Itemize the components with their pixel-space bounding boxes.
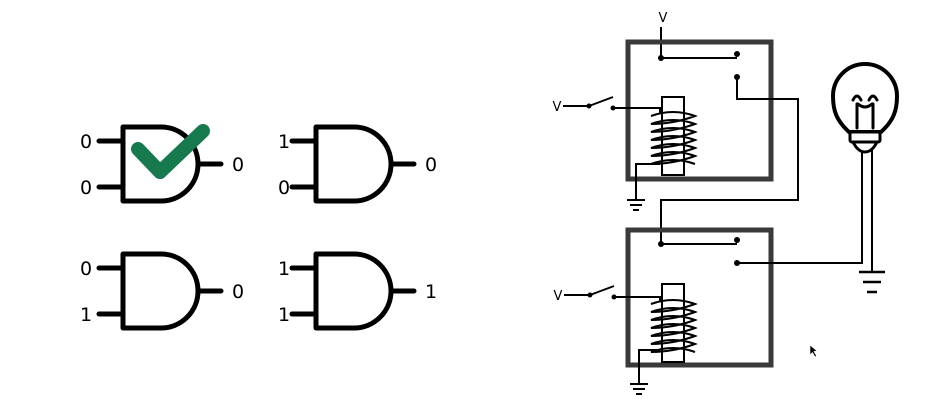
relay-bottom-switch-lever xyxy=(589,285,615,296)
coil-icon xyxy=(650,96,698,176)
supply-voltage-label: V xyxy=(659,11,668,26)
light-bulb-filament xyxy=(851,94,879,130)
relay-bottom-ground-wire xyxy=(638,349,660,384)
relay-top-switch-lever xyxy=(588,96,614,107)
and-gate-2-body xyxy=(313,124,394,204)
and-gate-4 xyxy=(289,251,417,331)
and-gate-3-input-a-label: 0 xyxy=(80,258,92,280)
check-icon xyxy=(131,124,210,179)
relay-top-coil-winding xyxy=(650,111,698,165)
and-gate-1-body xyxy=(120,124,201,204)
relay-top-ground-wire xyxy=(635,163,660,200)
light-bulb-icon xyxy=(831,62,899,154)
relay-top-switch-voltage-label: V xyxy=(553,100,562,115)
relay-bottom-switch-voltage-label: V xyxy=(554,289,563,304)
relay-bottom-output-wire xyxy=(737,150,863,264)
relay-bottom-contact-a-dot xyxy=(734,237,740,243)
bulb-ground-icon xyxy=(859,270,885,294)
light-bulb-cap xyxy=(851,140,879,154)
and-gate-4-output-label: 1 xyxy=(425,281,437,303)
relay-bottom-coil-icon xyxy=(650,283,698,363)
relay-top-housing xyxy=(625,39,774,182)
relay-link-wire xyxy=(660,77,799,244)
and-gate-1 xyxy=(96,124,224,204)
relay-top-coil-feed-wire xyxy=(613,107,661,114)
and-gate-4-input-a-label: 1 xyxy=(278,258,290,280)
and-gate-3-output-label: 0 xyxy=(232,281,244,303)
relay-bottom-pivot-dot xyxy=(658,241,664,247)
and-gate-2-input-a-label: 1 xyxy=(278,131,290,153)
light-bulb-glass xyxy=(831,62,899,134)
and-gate-2-input-b-label: 0 xyxy=(278,177,290,199)
and-gate-3-body xyxy=(120,251,201,331)
ground-icon xyxy=(627,199,645,211)
relay-top-contact-a-dot xyxy=(734,51,740,57)
and-gate-1-input-b-label: 0 xyxy=(80,177,92,199)
relay-top-pivot-dot xyxy=(658,55,664,61)
and-gate-2-output-label: 0 xyxy=(425,154,437,176)
relay-bottom-coil-feed-wire xyxy=(614,296,661,302)
cursor-icon xyxy=(809,344,818,358)
relay-bottom-coil-winding xyxy=(650,299,698,353)
relay-bottom-ground-icon xyxy=(630,383,648,395)
and-gate-1-output-label: 0 xyxy=(232,154,244,176)
and-gate-2 xyxy=(289,124,417,204)
and-gate-3 xyxy=(96,251,224,331)
and-gate-3-input-b-label: 1 xyxy=(80,304,92,326)
and-gate-4-input-b-label: 1 xyxy=(278,304,290,326)
and-gate-1-input-a-label: 0 xyxy=(80,131,92,153)
and-gate-4-body xyxy=(313,251,394,331)
